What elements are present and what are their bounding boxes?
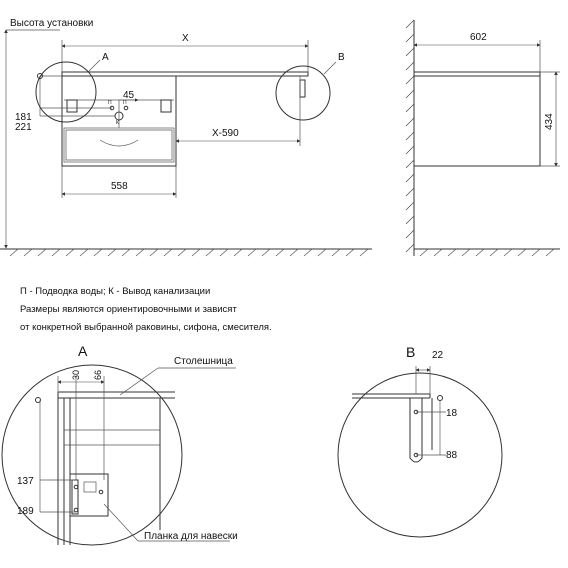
detail-a-title: A	[78, 343, 88, 359]
dim-88: 88	[446, 450, 458, 461]
side-countertop	[413, 71, 541, 77]
countertop	[61, 71, 309, 77]
hanging-bracket-left	[66, 99, 78, 113]
side-view: 602 434	[405, 19, 560, 257]
bracket-label: Планка для навески	[144, 531, 238, 542]
dim-221: 221	[15, 122, 32, 133]
detail-b-circle	[337, 372, 503, 538]
hanging-bracket-right	[160, 99, 172, 113]
detail-a: A 30 66 Столешница 137 189	[1, 343, 238, 546]
svg-text:П: П	[108, 100, 112, 106]
water-inlet-right	[123, 105, 129, 111]
detail-b-label: B	[338, 52, 345, 63]
note-line-2: Размеры являются ориентировочными и зави…	[20, 304, 237, 315]
mount-height-label: Высота установки	[10, 18, 93, 29]
width-x-label: X	[182, 33, 189, 44]
svg-text:П: П	[123, 100, 127, 106]
dim-558: 558	[111, 181, 128, 192]
detail-a-circle	[1, 364, 183, 546]
svg-text:К: К	[116, 120, 119, 126]
front-view: Высота установки X	[0, 18, 372, 257]
dim-137: 137	[17, 476, 34, 487]
dim-66: 66	[93, 370, 103, 380]
detail-b: B 22 18 88	[337, 344, 503, 538]
note-line-3: от конкретной выбранной раковины, сифона…	[20, 322, 272, 333]
side-hanging-bracket	[409, 398, 423, 463]
dim-30: 30	[71, 370, 81, 380]
dim-181: 181	[15, 112, 32, 123]
wall-hatch	[405, 19, 415, 253]
side-depth-label: 602	[470, 32, 487, 43]
dim-22: 22	[432, 350, 444, 361]
detail-b-callout	[275, 65, 331, 121]
side-height-label: 434	[544, 113, 555, 130]
dim-18: 18	[446, 408, 458, 419]
side-floor-hatch	[419, 248, 555, 257]
floor-hatch	[9, 248, 369, 257]
note-line-1: П - Подводка воды; К - Вывод канализации	[20, 286, 211, 297]
cabinet-body	[61, 75, 177, 167]
detail-b-title: B	[406, 344, 415, 360]
dim-189: 189	[17, 506, 34, 517]
detail-a-callout	[35, 61, 97, 123]
side-cabinet	[413, 75, 541, 167]
dim-x590: X-590	[212, 128, 239, 139]
dim-45: 45	[123, 90, 135, 101]
countertop-label: Столешница	[174, 356, 233, 367]
hanging-bracket	[69, 473, 109, 517]
drawer	[63, 127, 175, 163]
detail-a-label: A	[102, 52, 109, 63]
